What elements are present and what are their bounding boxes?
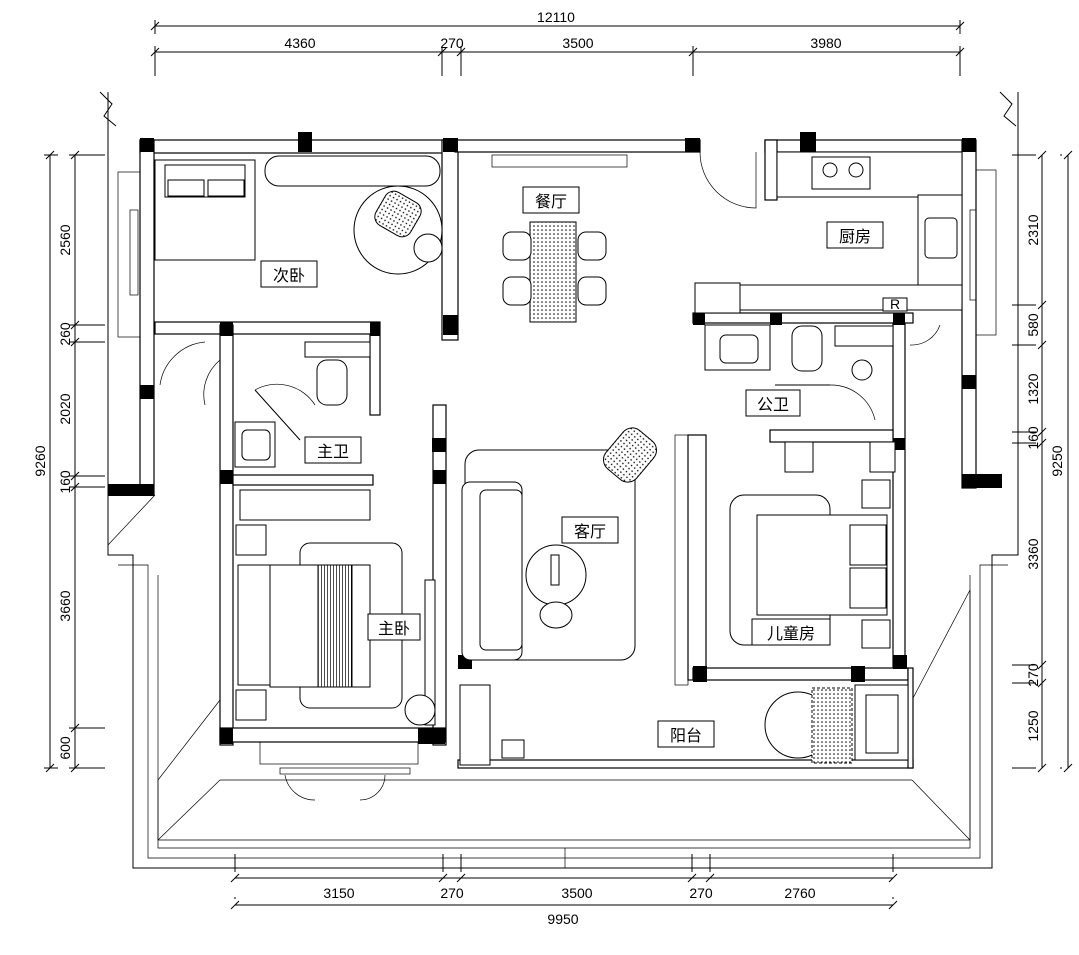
doors — [159, 151, 941, 801]
dim-right-4: 160 — [1025, 426, 1041, 450]
dim-top-3: 3500 — [562, 35, 593, 51]
walls — [108, 132, 1002, 769]
dim-bottom-2: 270 — [440, 885, 464, 901]
dimension-tick — [1037, 340, 1047, 350]
dimension-tick — [1063, 763, 1073, 773]
label-public-bath: 公卫 — [757, 395, 789, 414]
label-second-bedroom: 次卧 — [273, 266, 305, 285]
dim-left-5: 3660 — [57, 590, 73, 621]
dim-top-total: 12110 — [537, 9, 575, 25]
dimension-tick — [1063, 150, 1073, 160]
windows — [117, 169, 997, 338]
label-master-bath: 主卫 — [317, 442, 349, 461]
fridge-mark: R — [890, 296, 900, 312]
dimension-tick — [1037, 763, 1047, 773]
dimension-tick — [438, 873, 448, 883]
dim-left-1: 2560 — [57, 224, 73, 255]
label-living: 客厅 — [574, 522, 606, 541]
dimension-labels: 12110 4360 270 3500 3980 3150 270 3500 2… — [32, 9, 1065, 927]
dim-left-4: 160 — [57, 470, 73, 494]
dim-top-2: 270 — [440, 35, 464, 51]
dimension-tick — [888, 873, 898, 883]
dim-bottom-1: 3150 — [323, 885, 354, 901]
label-balcony: 阳台 — [670, 726, 702, 745]
dimension-tick — [456, 873, 466, 883]
dim-left-total: 9260 — [32, 445, 48, 476]
dimension-tick — [1037, 678, 1047, 688]
furniture: R — [154, 151, 963, 766]
wardrobe — [264, 155, 441, 187]
dim-left-3: 2020 — [57, 393, 73, 424]
label-kids-room: 儿童房 — [767, 624, 815, 643]
dimension-tick — [1037, 660, 1047, 670]
dining-table — [529, 221, 577, 323]
dim-bottom-3: 3500 — [561, 885, 592, 901]
dim-bottom-4: 270 — [689, 885, 713, 901]
terrace-outline — [99, 91, 1019, 869]
label-dining: 餐厅 — [535, 192, 567, 211]
dim-right-7: 1250 — [1025, 710, 1041, 741]
dim-right-3: 1320 — [1025, 373, 1041, 404]
dimension-tick — [1037, 427, 1047, 437]
dim-left-6: 600 — [57, 736, 73, 760]
dimension-tick — [1037, 438, 1047, 448]
room-labels: 次卧 餐厅 厨房 主卫 公卫 客厅 主卧 儿童房 阳台 — [260, 186, 884, 748]
dimension-tick — [687, 873, 697, 883]
dim-right-5: 3360 — [1025, 538, 1041, 569]
dim-bottom-5: 2760 — [784, 885, 815, 901]
dimension-tick — [705, 873, 715, 883]
dim-right-2: 580 — [1025, 313, 1041, 337]
dim-right-total: 9250 — [1049, 445, 1065, 476]
dimension-tick — [1037, 150, 1047, 160]
dim-bottom-total: 9950 — [547, 911, 578, 927]
dim-top-1: 4360 — [284, 35, 315, 51]
label-kitchen: 厨房 — [839, 227, 871, 246]
dimension-lines — [44, 20, 1073, 910]
label-master-bedroom: 主卧 — [378, 619, 410, 638]
dimension-tick — [230, 900, 240, 910]
dimension-tick — [1037, 300, 1047, 310]
dim-right-1: 2310 — [1025, 214, 1041, 245]
dim-top-4: 3980 — [810, 35, 841, 51]
dim-right-6: 270 — [1025, 663, 1041, 687]
dimension-tick — [888, 900, 898, 910]
dim-left-2: 260 — [57, 322, 73, 346]
dimension-tick — [230, 873, 240, 883]
